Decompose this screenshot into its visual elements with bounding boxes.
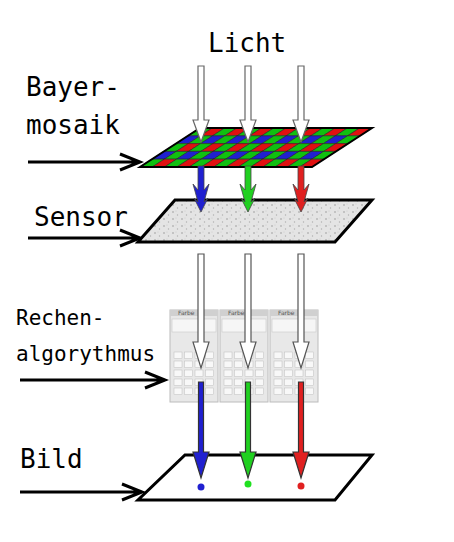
light-arrow (193, 254, 209, 368)
blue-dot (198, 484, 205, 491)
calculator-key (274, 379, 282, 386)
light-arrow (193, 66, 209, 142)
calculator-field (172, 319, 216, 332)
calculator-key (256, 361, 264, 368)
calculator-key (174, 361, 182, 368)
calculator-key (245, 370, 253, 377)
calculator-key (256, 370, 264, 377)
calculator-key (285, 352, 293, 359)
layer-label: Bayer- mosaik (26, 68, 144, 144)
light-arrows (193, 66, 309, 478)
calculator-key (256, 388, 264, 395)
calculator-key (185, 388, 193, 395)
calculator-key (224, 379, 232, 386)
light-arrow (293, 254, 309, 368)
layer-label: Rechen- algorythmus (16, 300, 162, 372)
calculator-key (235, 379, 243, 386)
calculator-key (306, 352, 314, 359)
calculator-key (285, 388, 293, 395)
calculator-titlebar (220, 310, 268, 316)
calculator-key (274, 361, 282, 368)
light-arrow (240, 382, 256, 478)
calculator-key (274, 370, 282, 377)
calculator-key (174, 352, 182, 359)
light-arrow (240, 66, 256, 142)
calculator-key (174, 388, 182, 395)
calculator-key (285, 370, 293, 377)
filter-cell (336, 136, 360, 144)
calculator-key (274, 352, 282, 359)
calculator-body (270, 310, 318, 402)
filter-cell (312, 151, 336, 159)
calculator-key (274, 388, 282, 395)
layer-label: Sensor (34, 200, 154, 234)
calculator-key (185, 352, 193, 359)
color-arrow (240, 166, 256, 212)
red-dot (298, 483, 305, 490)
calculator-key (185, 370, 193, 377)
calculator-title: Farbe (278, 309, 308, 316)
calculator-key (256, 352, 264, 359)
calculator-key (174, 379, 182, 386)
image-plane (138, 455, 372, 500)
calculator-key (235, 370, 243, 377)
calculator-field (222, 319, 266, 332)
filter-cell (348, 128, 372, 136)
calculator-key (285, 379, 293, 386)
calculator-title: Farbe (178, 309, 208, 316)
calculator-key (185, 361, 193, 368)
calculator-key (224, 361, 232, 368)
calculator-key (206, 388, 214, 395)
calculator-key (235, 388, 243, 395)
layer-label: Bild (20, 442, 120, 476)
calculator-key (206, 352, 214, 359)
calculator-title: Farbe (228, 309, 258, 316)
calculator-key (306, 361, 314, 368)
green-dot (245, 481, 252, 488)
bayer-mosaic (140, 128, 372, 167)
calculator-key (206, 379, 214, 386)
calculator-key (235, 352, 243, 359)
calculator-key (306, 388, 314, 395)
light-arrow (293, 66, 309, 142)
calculator-key (206, 370, 214, 377)
light-arrow (193, 382, 209, 478)
light-arrow (293, 382, 309, 478)
mosaic-outline (140, 128, 372, 167)
sensor-plate (138, 200, 372, 242)
filter-cell (324, 144, 348, 152)
calculator-body (170, 310, 218, 402)
calculator-field (272, 319, 316, 332)
calculator-key (306, 379, 314, 386)
calculator-titlebar (270, 310, 318, 316)
calculator-key (224, 352, 232, 359)
calculator-key (206, 361, 214, 368)
layer-label: Licht (208, 26, 328, 60)
calculator-key (256, 379, 264, 386)
color-arrow (293, 166, 309, 212)
calculator-key (224, 388, 232, 395)
calculator-titlebar (170, 310, 218, 316)
calculator-key (285, 361, 293, 368)
color-arrow (193, 166, 209, 212)
calculator-key (195, 370, 203, 377)
calculator-key (174, 370, 182, 377)
calculator-key (224, 370, 232, 377)
calculator-key (306, 370, 314, 377)
calculator-key (295, 370, 303, 377)
calculator-key (235, 361, 243, 368)
calculator-key (185, 379, 193, 386)
